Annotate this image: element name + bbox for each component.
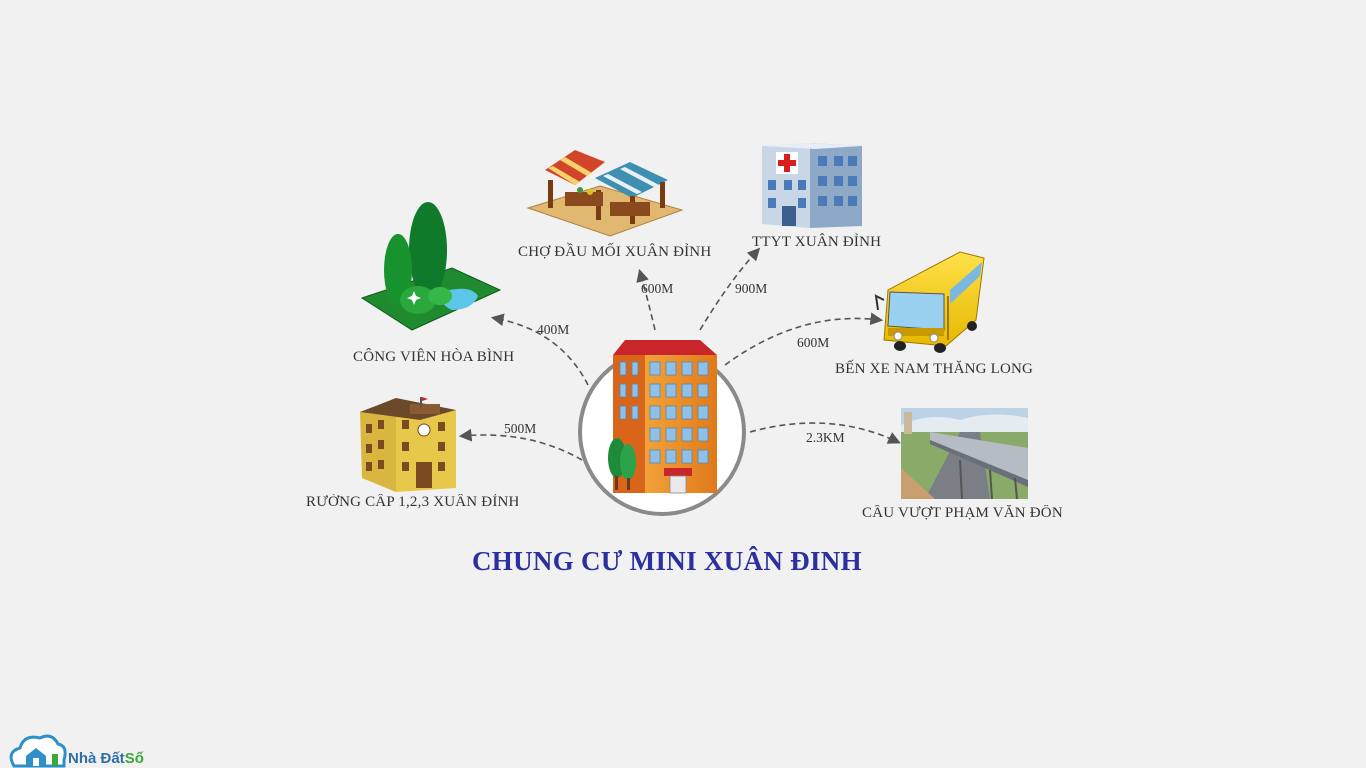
- park-trees-icon: [360, 202, 502, 331]
- hospital-label: TTYT XUÂN ĐỈNH: [752, 234, 882, 250]
- school-distance: 500M: [504, 421, 537, 436]
- bus-station-label: BẾN XE NAM THĂNG LONG: [835, 361, 1034, 377]
- market-stall-icon: [526, 150, 684, 237]
- arrows: [458, 247, 901, 461]
- school-label: RƯỜNG CẤP 1,2,3 XUÂN ĐỈNH: [306, 494, 518, 510]
- market-distance: 600M: [641, 281, 674, 296]
- diagram-title: CHUNG CƯ MINI XUÂN ĐINH: [472, 546, 862, 576]
- park-distance: 400M: [537, 322, 570, 337]
- market-label: CHỢ ĐẦU MỐI XUÂN ĐỈNH: [518, 244, 712, 260]
- park-label: CÔNG VIÊN HÒA BÌNH: [353, 349, 515, 365]
- school-label-clip: RƯỜNG CẤP 1,2,3 XUÂN ĐỈNH: [306, 494, 518, 514]
- watermark-text-accent: Số: [124, 750, 144, 767]
- bus-station-distance: 600M: [797, 335, 830, 350]
- hospital-distance: 900M: [735, 281, 768, 296]
- bridge-label: CẦU VƯỢT PHẠM VĂN ĐỒNG: [862, 505, 1062, 521]
- bridge-distance: 2.3KM: [806, 430, 845, 445]
- arrow-to-school: [458, 428, 583, 461]
- bus-icon: [874, 251, 985, 353]
- arrow-to-park: [490, 313, 589, 386]
- arrow-to-hospital: [699, 247, 761, 331]
- arrow-to-bus: [724, 312, 884, 366]
- arrow-to-bridge: [749, 422, 901, 444]
- overpass-bridge-icon: [901, 408, 1028, 500]
- cloud-house-icon: [9, 734, 67, 768]
- bridge-label-clip: CẦU VƯỢT PHẠM VĂN ĐỒNG: [862, 505, 1062, 525]
- arrow-to-market: [636, 268, 656, 331]
- watermark-logo: Nhà ĐấtSố: [68, 750, 144, 767]
- apartment-building-icon: [578, 340, 746, 516]
- school-building-icon: [360, 397, 456, 492]
- watermark-text-main: Nhà Đất: [68, 750, 125, 767]
- hospital-icon: [762, 143, 862, 228]
